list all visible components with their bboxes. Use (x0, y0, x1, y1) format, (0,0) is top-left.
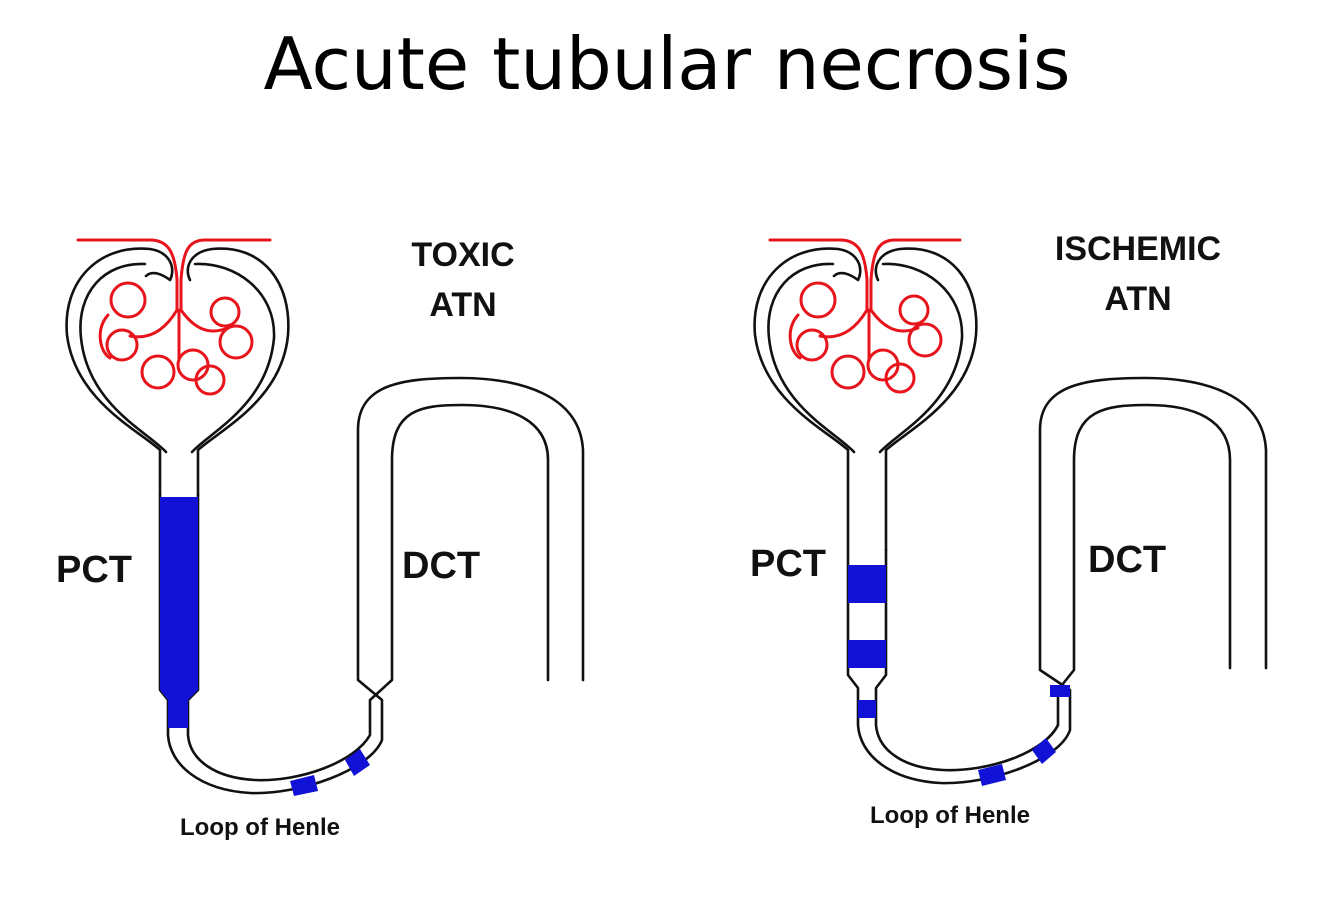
tubule-outline (65, 247, 585, 795)
ischemic-loop-label: Loop of Henle (870, 802, 1030, 829)
dct-necrosis-band (1050, 685, 1070, 697)
glomerulus-capillaries (768, 238, 962, 394)
pct-necrosis-band-2 (848, 640, 886, 668)
ischemic-nephron: ISCHEMIC ATN PCT DCT Loop of Henle (750, 230, 1268, 829)
loop-necrosis-band-2 (345, 749, 370, 776)
ischemic-heading-line1: ISCHEMIC (1055, 230, 1221, 268)
pct-necrosis-band-1 (848, 565, 886, 603)
ischemic-dct-label: DCT (1088, 539, 1166, 581)
pct-necrosis-band-3 (858, 700, 876, 718)
loop-necrosis-band-1 (290, 775, 318, 796)
toxic-nephron: TOXIC ATN PCT DCT Loop of Henle (56, 236, 585, 841)
loop-necrosis-band-1 (978, 764, 1006, 786)
slide-title: Acute tubular necrosis (263, 22, 1071, 106)
tubule-outline (753, 247, 1268, 785)
ischemic-heading-line2: ATN (1104, 280, 1171, 318)
glomerulus-capillaries (76, 238, 272, 396)
toxic-heading-line1: TOXIC (411, 236, 514, 274)
toxic-loop-label: Loop of Henle (180, 814, 340, 841)
necrosis-segments (160, 497, 370, 796)
necrosis-segments (848, 565, 1070, 786)
pct-necrosis-fill (160, 497, 198, 728)
toxic-heading-line2: ATN (429, 286, 496, 324)
ischemic-pct-label: PCT (750, 543, 826, 585)
toxic-pct-label: PCT (56, 549, 132, 591)
toxic-dct-label: DCT (402, 545, 480, 587)
loop-necrosis-band-2 (1032, 738, 1056, 764)
